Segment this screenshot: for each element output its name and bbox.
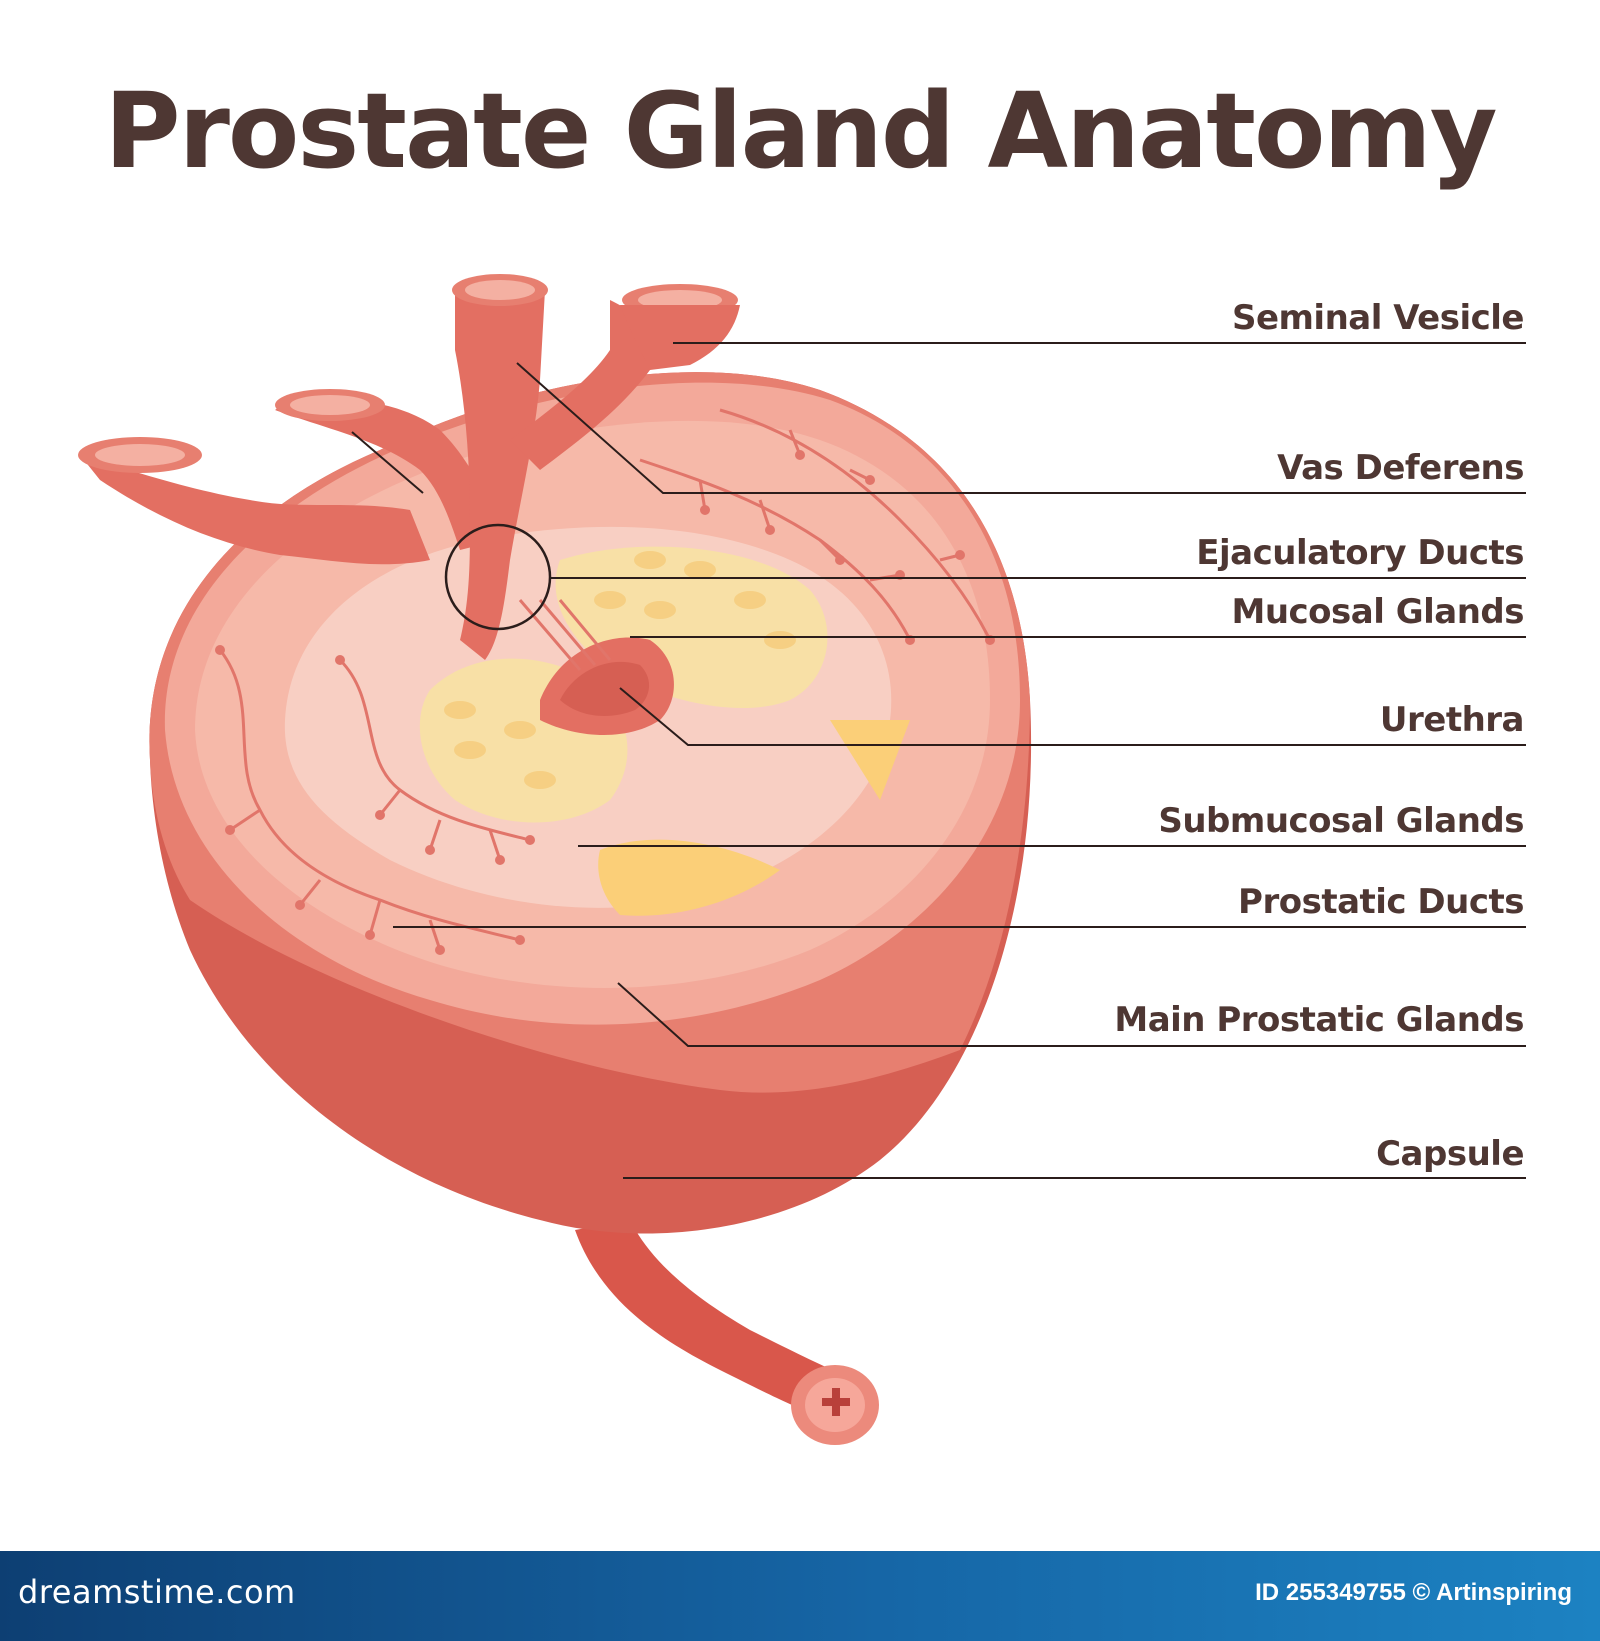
prostatic-duct-branches	[218, 408, 992, 951]
label-seminal-vesicle: Seminal Vesicle	[1231, 298, 1525, 338]
ejaculatory-duct-lines	[518, 599, 612, 671]
duct-ends	[215, 450, 995, 955]
label-main-prostatic-glands: Main Prostatic Glands	[1114, 1000, 1524, 1040]
seminal-vesicles-and-vas-deferens	[78, 274, 740, 660]
label-mucosal-glands: Mucosal Glands	[1231, 592, 1524, 632]
leader-lines	[351, 342, 1526, 1179]
label-capsule: Capsule	[1376, 1134, 1524, 1174]
label-ejaculatory-ducts: Ejaculatory Ducts	[1196, 533, 1524, 573]
label-submucosal-glands: Submucosal Glands	[1158, 801, 1524, 841]
footer-credit: ID 255349755 © Artinspiring	[1255, 1579, 1572, 1606]
footer-bar: dreamstime.com ID 255349755 © Artinspiri…	[0, 1551, 1600, 1641]
label-prostatic-ducts: Prostatic Ducts	[1238, 882, 1524, 922]
label-urethra: Urethra	[1379, 700, 1525, 740]
page-title: Prostate Gland Anatomy	[104, 70, 1497, 192]
urethra-tube	[575, 1220, 879, 1445]
label-vas-deferens: Vas Deferens	[1277, 448, 1524, 488]
footer-brand[interactable]: dreamstime.com	[18, 1573, 296, 1611]
